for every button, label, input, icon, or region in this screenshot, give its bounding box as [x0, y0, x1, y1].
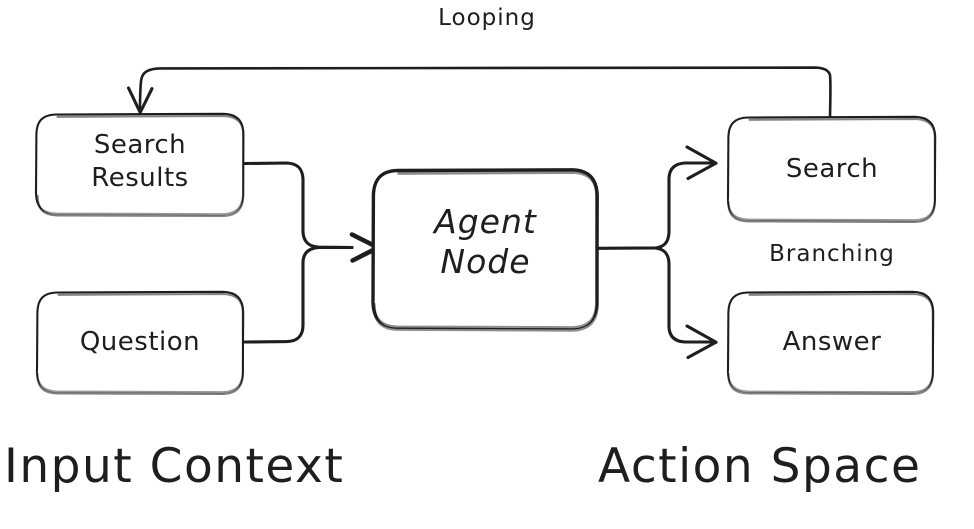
search-action-label: Search — [785, 154, 879, 184]
answer-action-box-sketch — [727, 292, 935, 396]
agent-box-sketch — [372, 170, 599, 332]
branching-label: Branching — [769, 241, 895, 267]
node-answer-action[interactable] — [726, 290, 935, 396]
node-search-results[interactable] — [34, 112, 245, 218]
agent-node-label-line1: Agent — [434, 202, 537, 241]
node-search-action[interactable] — [726, 115, 937, 224]
search-results-label-line2: Results — [91, 162, 189, 193]
edge-search-results-path — [243, 161, 354, 250]
question-label: Question — [79, 327, 201, 357]
looping-label: Looping — [438, 5, 536, 31]
node-question[interactable] — [35, 290, 245, 396]
node-agent[interactable] — [371, 168, 599, 332]
looping-arrowhead-icon — [126, 86, 154, 115]
input-context-section-label: Input Context — [4, 439, 345, 494]
looping-edge — [126, 66, 832, 119]
question-box-sketch — [36, 292, 245, 396]
edge-question-to-agent — [243, 232, 381, 344]
search-action-box-sketch — [727, 117, 937, 224]
edge-search-results-to-agent — [243, 161, 354, 250]
search-results-label-line1: Search — [93, 130, 187, 160]
edge-agent-to-branches — [596, 145, 718, 360]
edge-branch-lower-path — [653, 246, 715, 344]
answer-action-arrowhead-icon — [685, 324, 718, 360]
looping-edge-path — [138, 66, 832, 119]
edge-question-path — [243, 245, 354, 344]
edge-branch-upper-path — [653, 161, 715, 250]
action-space-section-label: Action Space — [598, 439, 922, 494]
search-results-box-sketch — [36, 114, 245, 218]
agent-node-label-line2: Node — [440, 242, 531, 282]
search-action-arrowhead-icon — [685, 145, 718, 181]
answer-action-label: Answer — [782, 327, 882, 357]
